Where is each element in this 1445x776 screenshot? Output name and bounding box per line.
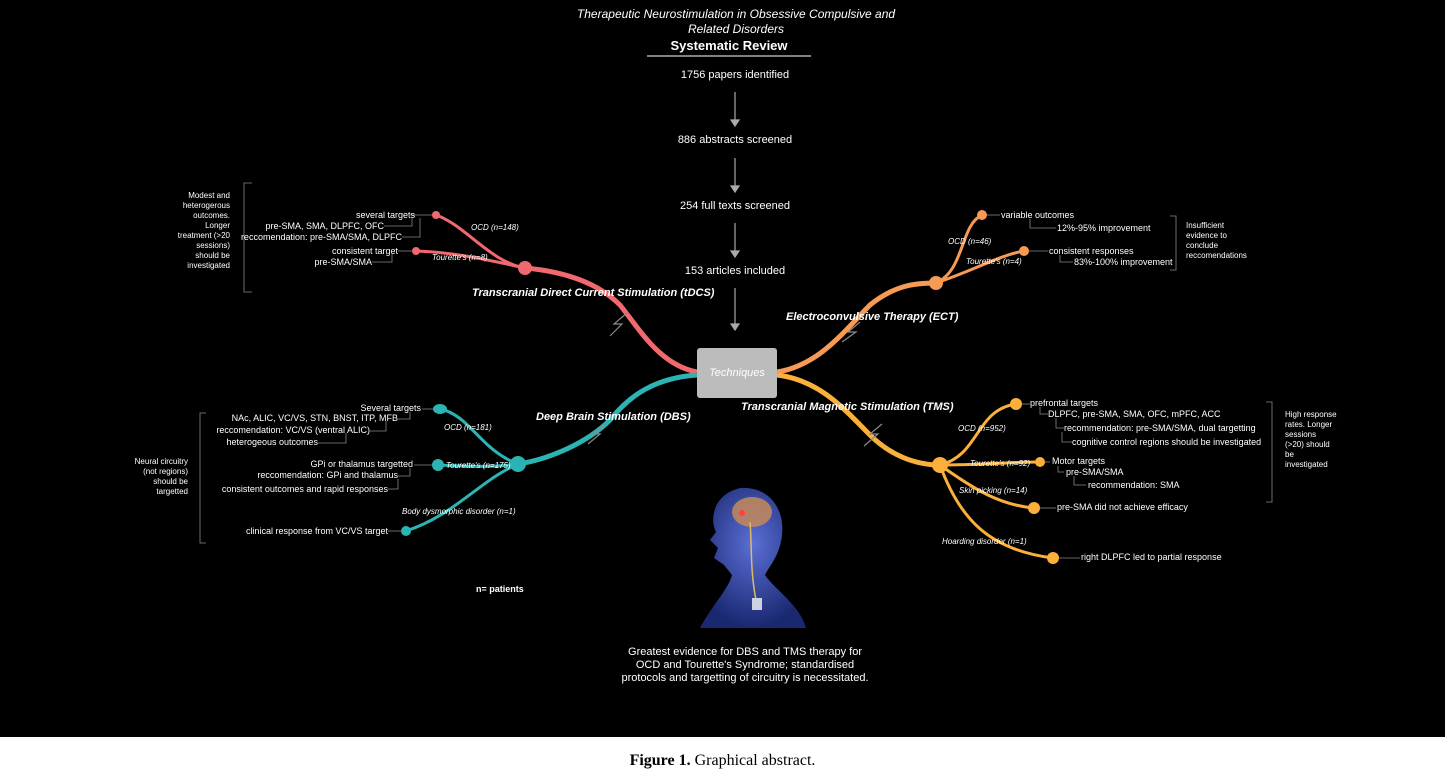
figure-caption: Figure 1. Graphical abstract.: [0, 752, 1445, 770]
lightning-icons: [587, 311, 883, 447]
ect-branch: [776, 213, 1025, 375]
tms-item: DLPFC, pre-SMA, SMA, OFC, mPFC, ACC: [1048, 409, 1221, 419]
dbs-item: reccomendation: VC/VS (ventral ALIC): [216, 425, 370, 435]
implant-device: [752, 598, 762, 610]
tdcs-tourette-label: Tourette's (n=8): [432, 253, 488, 262]
ect-item: 83%-100% improvement: [1074, 257, 1173, 267]
flow-step-2: 886 abstracts screened: [677, 134, 793, 146]
tms-title: Transcranial Magnetic Stimulation (TMS): [741, 401, 954, 413]
tdcs-item: several targets: [355, 210, 415, 220]
dbs-ocd-label: OCD (n=181): [444, 423, 492, 432]
tms-item: recommendation: SMA: [1088, 480, 1180, 490]
review-subtitle: Systematic Review: [670, 38, 788, 53]
tdcs-branch: [415, 213, 698, 375]
tms-item: pre-SMA/SMA: [1066, 467, 1124, 477]
caption-label: Figure 1.: [629, 752, 691, 769]
brain-shape: [732, 497, 772, 527]
legend-n-patients: n= patients: [476, 584, 524, 594]
dbs-note: Neural circuitry (not regions) should be…: [134, 457, 188, 496]
tms-hoarding-label: Hoarding disorder (n=1): [942, 537, 1027, 546]
dbs-item: GPi or thalamus targetted: [310, 459, 413, 469]
dbs-bdd-label: Body dysmorphic disorder (n=1): [402, 507, 516, 516]
tdcs-item: consistent target: [331, 246, 398, 256]
tdcs-note: Modest and heterogerous outcomes. Longer…: [177, 191, 230, 270]
lightning-icon: [863, 423, 883, 447]
dbs-item: consistent outcomes and rapid responses: [221, 484, 388, 494]
lightning-icon: [609, 311, 629, 337]
head-silhouette: [700, 487, 806, 628]
tms-item: prefrontal targets: [1030, 398, 1099, 408]
ect-note: Insufficient evidence to conclude reccom…: [1186, 221, 1247, 260]
dbs-item: Several targets: [360, 403, 421, 413]
tms-note: High response rates. Longer sessions (>2…: [1285, 410, 1337, 469]
tms-item: pre-SMA did not achieve efficacy: [1057, 502, 1188, 512]
flow-step-4: 153 articles included: [684, 265, 786, 277]
tdcs-item: reccomendation: pre-SMA/SMA, DLPFC: [240, 232, 402, 242]
tms-tourette-label: Tourette's (n=92): [970, 459, 1031, 468]
tms-item: cognitive control regions should be inve…: [1072, 437, 1262, 447]
head-illustration: [700, 487, 806, 628]
ect-item: consistent responses: [1049, 246, 1134, 256]
tms-item: Motor targets: [1052, 456, 1106, 466]
tms-ocd-label: OCD (n=952): [958, 424, 1006, 433]
tdcs-title: Transcranial Direct Current Stimulation …: [472, 287, 715, 299]
graphical-abstract-panel: Therapeutic Neurostimulation in Obsessiv…: [0, 0, 1445, 737]
ect-item: 12%-95% improvement: [1057, 223, 1151, 233]
tdcs-item: pre-SMA/SMA: [314, 257, 372, 267]
tms-skin-label: Skin picking (n=14): [959, 486, 1028, 495]
stimulation-point: [739, 510, 745, 516]
dbs-item: reccomendation: GPi and thalamus: [257, 470, 398, 480]
ect-ocd-label: OCD (n=46): [948, 237, 992, 246]
flow-step-1: 1756 papers identified: [680, 69, 790, 81]
ect-title: Electroconvulsive Therapy (ECT): [786, 311, 959, 323]
tdcs-ocd-label: OCD (n=148): [471, 223, 519, 232]
stimulator-lead: [749, 521, 757, 601]
caption-text: Graphical abstract.: [694, 752, 816, 769]
tms-branch: [776, 372, 1054, 560]
lightning-icon: [587, 423, 607, 445]
dbs-item: clinical response from VC/VS target: [245, 526, 388, 536]
techniques-node: Techniques: [697, 348, 777, 398]
dbs-tourette-label: Tourette's (n=175): [446, 461, 511, 470]
dbs-title: Deep Brain Stimulation (DBS): [536, 411, 691, 423]
dbs-item: heterogeous outcomes: [226, 437, 318, 447]
ect-tourette-label: Tourette's (n=4): [966, 257, 1022, 266]
tms-item: recommendation: pre-SMA/SMA, dual target…: [1064, 423, 1256, 433]
tdcs-item: pre-SMA, SMA, DLPFC, OFC: [265, 221, 384, 231]
tms-item: right DLPFC led to partial response: [1081, 552, 1222, 562]
dbs-item: NAc, ALIC, VC/VS, STN, BNST, ITP, MFB: [231, 413, 398, 423]
review-title: Therapeutic Neurostimulation in Obsessiv…: [576, 7, 896, 36]
ect-item: variable outcomes: [1001, 210, 1075, 220]
mind-map-connectors: [199, 55, 1273, 628]
flow-step-3: 254 full texts screened: [679, 200, 791, 212]
flow-arrows: [729, 92, 741, 332]
lightning-icon: [841, 321, 861, 343]
summary-text: Greatest evidence for DBS and TMS therap…: [621, 646, 869, 684]
